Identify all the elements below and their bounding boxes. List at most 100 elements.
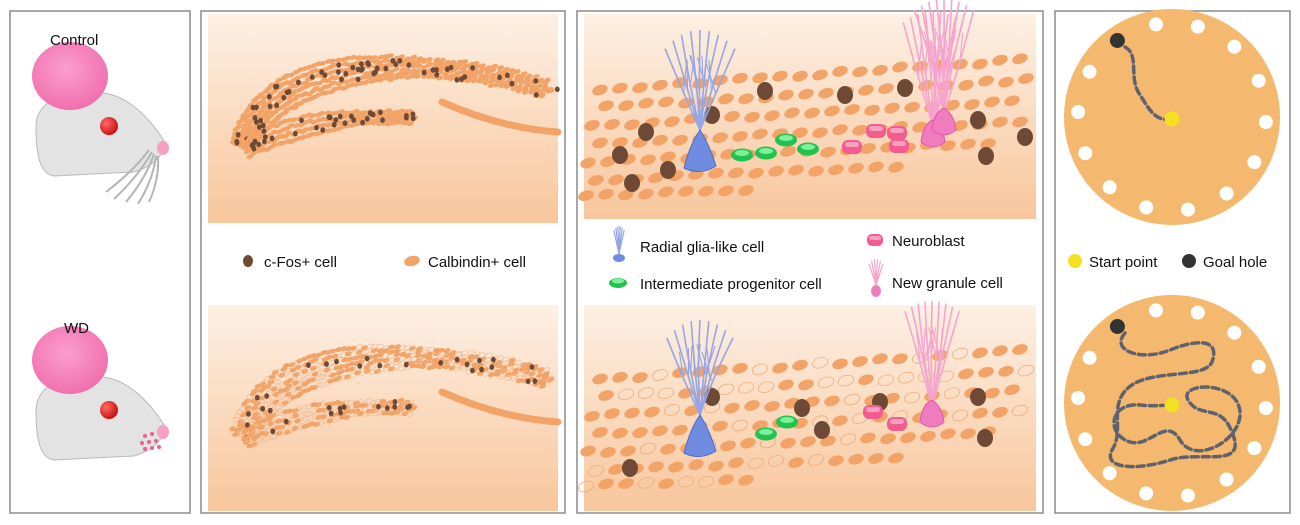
granule-layer-cell [618, 478, 634, 489]
cfos-cell [454, 356, 460, 363]
granule-layer-cell [972, 407, 988, 419]
calbindin-cell [343, 79, 351, 85]
granule-layer-cell [598, 100, 614, 112]
calbindin-cell [387, 366, 395, 372]
granule-layer-cell [592, 84, 608, 96]
cfos-cell [509, 80, 515, 87]
calbindin-cell [286, 99, 294, 105]
calbindin-cell-faint [360, 406, 369, 413]
maze-hole [1251, 73, 1266, 88]
granule-layer-cell [1012, 344, 1028, 355]
granule-layer-cell [877, 374, 895, 387]
calbindin-cell [436, 364, 444, 370]
cfos-cell [350, 64, 356, 71]
granule-layer-cell [677, 475, 695, 488]
calbindin-cell [370, 120, 378, 126]
cfos-cell [331, 121, 337, 128]
calbindin-cell-faint [306, 415, 315, 421]
granule-layer-cell [884, 392, 900, 404]
granule-layer-cell [672, 367, 688, 378]
cfos-cell [258, 117, 264, 124]
calbindin-cell [292, 380, 300, 386]
whisker-pad-dot [143, 434, 147, 438]
calbindin-cell [370, 55, 378, 61]
calbindin-cell [537, 368, 545, 374]
new-granule-dendrite [904, 300, 960, 407]
calbindin-cell [389, 410, 397, 416]
calbindin-cell [370, 348, 378, 354]
whisker-pad-dot [143, 447, 147, 451]
cfos-cell [393, 61, 399, 68]
calbindin-cell [356, 411, 364, 417]
granule-layer-cell [858, 84, 874, 96]
new-granule-dendrite [913, 0, 975, 115]
calbindin-cell [287, 123, 295, 129]
calbindin-cell [270, 129, 278, 135]
calbindin-cell-faint [398, 365, 406, 372]
calbindin-cell [255, 415, 262, 421]
calbindin-cell-label: Calbindin+ cell [428, 254, 526, 271]
granule-layer-cell [837, 374, 855, 387]
calbindin-cell [376, 348, 384, 354]
cfos-cell [554, 86, 560, 93]
calbindin-cell [284, 391, 292, 397]
granule-layer-cell [612, 137, 628, 148]
granule-layer-cell [620, 445, 636, 457]
cfos-cell [355, 76, 361, 83]
cfos-cell [251, 146, 257, 152]
calbindin-cell-faint [502, 356, 510, 363]
cfos-cell [333, 117, 339, 123]
granule-layer-cell [718, 474, 734, 486]
granule-layer-cell [817, 376, 835, 389]
start-point [1164, 111, 1180, 127]
cfos-cell [794, 399, 810, 417]
calbindin-cell [518, 79, 526, 85]
granule-layer-cell [920, 431, 936, 442]
calbindin-cell [447, 76, 455, 82]
granule-layer-cell [788, 164, 804, 176]
calbindin-cell [326, 418, 334, 424]
granule-layer-cell [872, 353, 888, 365]
dentate-gyrus-wd [229, 343, 562, 449]
granule-layer-cell [998, 76, 1014, 88]
granule-layer-cell [688, 459, 704, 471]
cfos-cell [296, 79, 301, 86]
cfos-cell [319, 69, 325, 75]
calbindin-cell [367, 75, 374, 80]
calbindin-cell [338, 368, 346, 374]
maze-hole [1149, 303, 1163, 318]
cfos-cell [970, 111, 986, 129]
calbindin-cell [319, 60, 326, 66]
calbindin-cell [533, 88, 541, 94]
calbindin-cell [408, 346, 416, 351]
calbindin-cell [438, 57, 446, 63]
granule-layer-cell [639, 442, 657, 455]
granule-layer-cell [972, 58, 988, 70]
cfos-cell [383, 65, 389, 72]
radial-glia-cell [683, 129, 717, 172]
calbindin-cell [293, 123, 301, 128]
granule-layer-cell [1011, 404, 1029, 417]
mouse-eye [100, 401, 118, 419]
maze-hole [1082, 64, 1097, 79]
calbindin-cell [397, 397, 405, 403]
calbindin-cell [508, 357, 516, 363]
intermediate-progenitor-highlight [801, 144, 815, 150]
cfos-cell [261, 128, 267, 134]
new-granule-cell-label: New granule cell [892, 275, 1003, 292]
granule-layer-cell [744, 400, 760, 411]
granule-layer-cell [668, 461, 684, 473]
cfos-cell [245, 422, 250, 428]
granule-layer-cell [892, 353, 908, 365]
calbindin-cell [443, 348, 451, 354]
cfos-cell [254, 104, 259, 111]
cfos-cell [491, 356, 496, 363]
cfos-cell [327, 114, 333, 121]
granule-layer-cell [738, 474, 754, 486]
cfos-cell [464, 361, 470, 368]
calbindin-cell [393, 74, 401, 80]
calbindin-cell [426, 351, 433, 357]
cfos-cell [370, 111, 376, 118]
cfos-cell [260, 406, 266, 412]
cfos-cell [292, 130, 298, 137]
